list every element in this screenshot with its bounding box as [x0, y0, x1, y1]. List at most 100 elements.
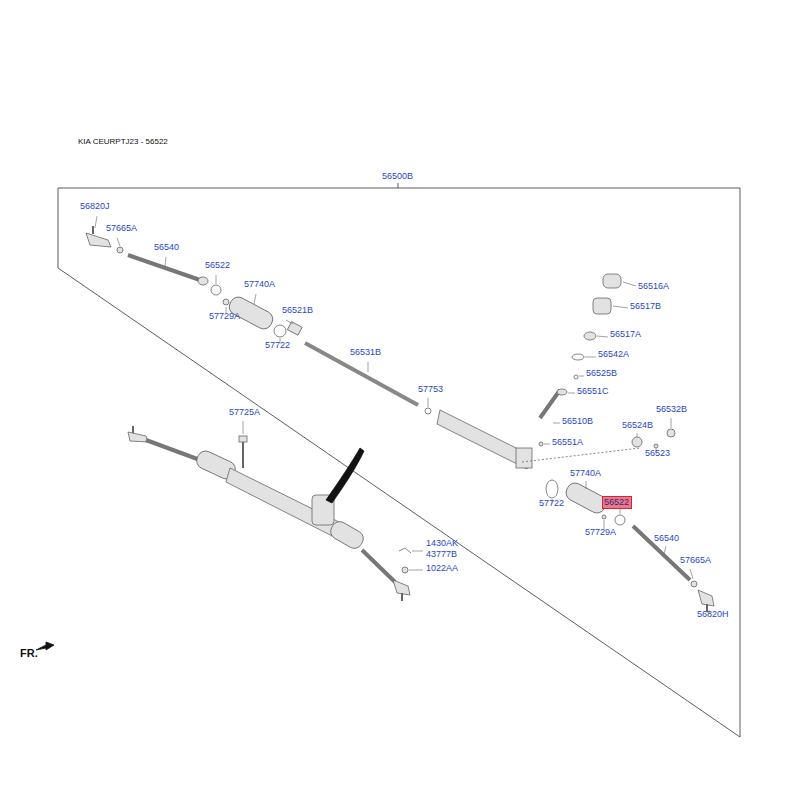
group-frame — [58, 188, 740, 737]
part-number: 56542A — [598, 349, 629, 360]
pinion-housing — [516, 448, 532, 468]
yoke-plug — [593, 298, 611, 314]
callout-number: 56522 — [603, 497, 631, 508]
pointer-wedge — [326, 448, 364, 503]
part-number: 56517B — [630, 301, 661, 312]
part-number: 56551A — [552, 437, 583, 448]
seal — [572, 354, 584, 360]
part-number: 56540 — [654, 533, 679, 544]
leader-line — [286, 320, 293, 324]
leader-line — [671, 418, 672, 428]
clip — [602, 515, 606, 519]
leader-line — [623, 282, 636, 286]
tie-end-stud — [401, 593, 403, 601]
diagram-title: KIA CEURPTJ23 - 56522 — [78, 137, 168, 147]
part-number: 57729A — [585, 527, 616, 538]
rack-housing — [226, 468, 345, 540]
inner-tie-rod — [633, 526, 690, 580]
part-number: 56524B — [622, 420, 653, 431]
part-number: 1022AA — [426, 563, 458, 574]
tie-rod-end — [86, 233, 111, 247]
part-number: 56540 — [154, 242, 179, 253]
washer — [654, 444, 658, 448]
part-number: 56532B — [656, 404, 687, 415]
nut — [117, 247, 123, 253]
part-number: 57740A — [244, 279, 275, 290]
leader-line — [553, 423, 560, 424]
leader-line — [586, 481, 587, 489]
part-number: 56521B — [282, 305, 313, 316]
part-number: 57665A — [106, 223, 137, 234]
leader-line — [243, 421, 244, 434]
part-number: 56531B — [350, 347, 381, 358]
direction-mark: FR. — [20, 648, 38, 659]
mount-bush — [632, 437, 642, 447]
part-number: 56523 — [645, 448, 670, 459]
seal — [584, 332, 596, 340]
part-number: 56551C — [577, 386, 609, 397]
leader-line — [428, 398, 429, 407]
part-number: 57753 — [418, 384, 443, 395]
clamp — [546, 480, 558, 498]
bolt-shank — [242, 442, 244, 468]
part-number: 57729A — [209, 311, 240, 322]
part-number: 56820H — [697, 609, 729, 620]
leader-line — [368, 362, 369, 372]
part-number: 57740A — [570, 468, 601, 479]
part-number: 1430AK — [426, 538, 458, 549]
ring — [425, 408, 431, 414]
leader-line — [165, 257, 166, 266]
tie-rod — [146, 440, 200, 460]
leader-line — [117, 238, 120, 246]
cap — [603, 274, 621, 288]
bolt — [539, 442, 543, 446]
boot — [328, 519, 366, 552]
tie-rod — [362, 550, 395, 582]
nut — [691, 581, 697, 587]
leader-line — [568, 393, 575, 394]
part-number: 56516A — [638, 281, 669, 292]
tie-rod-end — [393, 580, 410, 595]
clip — [399, 548, 411, 553]
tie-end-stud — [92, 226, 94, 234]
pinion-shaft — [540, 390, 560, 418]
ring — [615, 515, 625, 525]
ball-joint — [198, 277, 208, 285]
clip — [223, 299, 229, 305]
part-number: 57722 — [265, 340, 290, 351]
rack-bar — [305, 343, 418, 405]
ring — [211, 285, 221, 295]
leader-line — [544, 444, 550, 445]
highlighted-callout: 56522 — [602, 496, 632, 509]
part-number: 56517A — [610, 329, 641, 340]
leader-line — [664, 546, 666, 554]
leader-line — [216, 275, 217, 284]
bearing — [557, 389, 567, 395]
part-number: 57665A — [680, 555, 711, 566]
leader-line — [637, 433, 638, 437]
group-frame — [58, 268, 740, 737]
nut — [402, 567, 408, 573]
inner-tie-rod — [128, 255, 200, 280]
leader-line — [597, 336, 608, 337]
leader-line — [613, 306, 628, 308]
leader-line — [579, 376, 584, 377]
leader-line — [412, 551, 423, 552]
leader-line — [585, 357, 596, 358]
part-number: 56820J — [80, 201, 110, 212]
part-number: 56525B — [586, 368, 617, 379]
bolt-head — [239, 436, 247, 442]
part-number: 57722 — [539, 498, 564, 509]
leader-line — [409, 570, 423, 571]
snap-ring — [574, 375, 578, 379]
dashed-guide — [522, 448, 640, 462]
leader-line — [95, 216, 97, 228]
tie-rod-end — [698, 590, 714, 606]
part-number: 56522 — [205, 260, 230, 271]
part-number: 56510B — [562, 416, 593, 427]
part-number: 56500B — [382, 171, 413, 182]
part-number: 43777B — [426, 549, 457, 560]
